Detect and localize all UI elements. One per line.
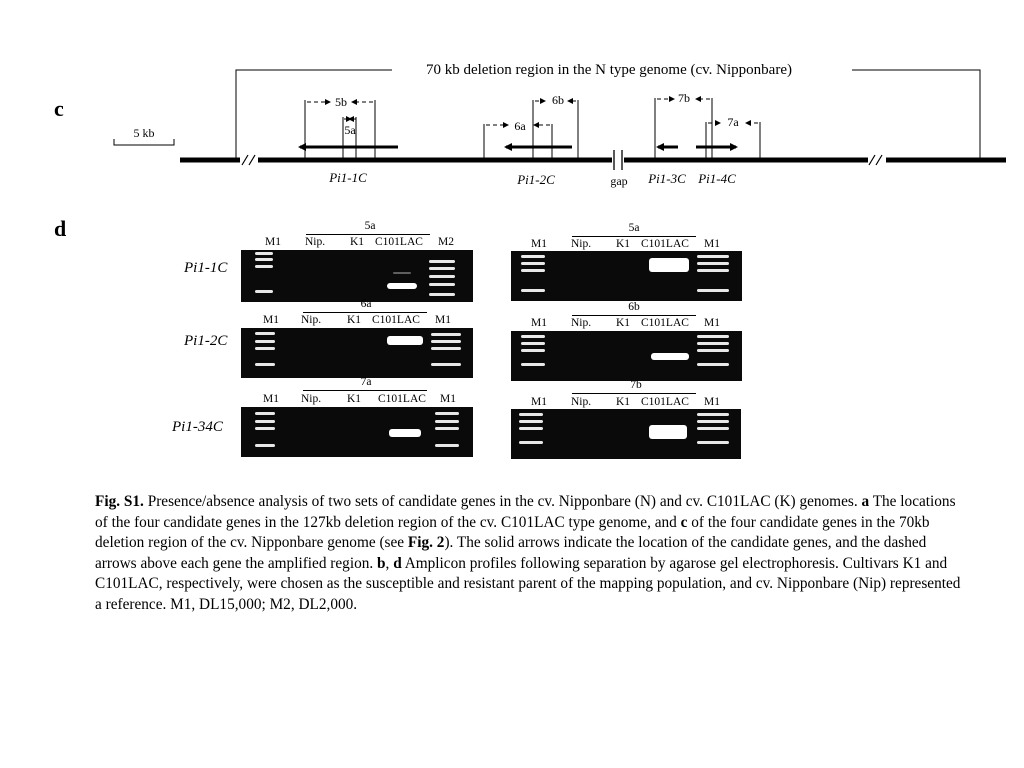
primer-label-6a: 6a xyxy=(514,119,526,133)
caption-text: Presence/absence analysis of two sets of… xyxy=(144,493,862,510)
lane-label: Nip. xyxy=(571,238,591,250)
gel-primer-label: 6a xyxy=(336,298,396,310)
lane-label: K1 xyxy=(616,317,630,329)
lane-label: Nip. xyxy=(301,393,321,405)
gel-image-pi1-34c-7a xyxy=(241,407,473,457)
gel-primer-line xyxy=(572,315,696,316)
lane-label: C101LAC xyxy=(641,317,689,329)
lane-label: M1 xyxy=(263,393,279,405)
lane-label: C101LAC xyxy=(641,396,689,408)
lane-label: K1 xyxy=(616,396,630,408)
break-mark-left xyxy=(242,155,255,165)
lane-label: Nip. xyxy=(571,317,591,329)
break-mark-right xyxy=(869,155,882,165)
lane-label: C101LAC xyxy=(641,238,689,250)
lane-label: M1 xyxy=(531,396,547,408)
gene-label-pi1-4c: Pi1-4C xyxy=(697,171,736,186)
lane-label: M1 xyxy=(704,317,720,329)
deletion-region-title: 70 kb deletion region in the N type geno… xyxy=(426,62,792,78)
gene-label-pi1-3c: Pi1-3C xyxy=(647,171,686,186)
gel-primer-label: 7a xyxy=(336,376,396,388)
lane-label: Nip. xyxy=(305,236,325,248)
caption-ref-b: b xyxy=(377,555,386,572)
gel-primer-line xyxy=(303,312,427,313)
panel-letter-d: d xyxy=(54,216,66,242)
lane-label: M1 xyxy=(440,393,456,405)
lane-label: Nip. xyxy=(571,396,591,408)
lane-label: C101LAC xyxy=(375,236,423,248)
lane-label: M2 xyxy=(438,236,454,248)
gene-label-pi1-1c: Pi1-1C xyxy=(328,170,367,185)
lane-label: M1 xyxy=(265,236,281,248)
gel-primer-label: 6b xyxy=(604,301,664,313)
primer-label-6b: 6b xyxy=(552,93,564,107)
caption-ref-a: a xyxy=(861,493,869,510)
primer-region-6 xyxy=(484,100,578,158)
lane-label: K1 xyxy=(616,238,630,250)
lane-label: M1 xyxy=(263,314,279,326)
figure-caption: Fig. S1. Presence/absence analysis of tw… xyxy=(95,492,965,616)
deletion-bracket xyxy=(236,70,980,158)
gel-primer-line xyxy=(306,234,430,235)
gap-label: gap xyxy=(610,174,627,188)
lane-label: C101LAC xyxy=(372,314,420,326)
gel-primer-line xyxy=(572,393,696,394)
lane-label: K1 xyxy=(347,393,361,405)
lane-label: M1 xyxy=(704,396,720,408)
gel-image-pi1-2c-6a xyxy=(241,328,473,378)
gene-label-pi1-2c: Pi1-2C xyxy=(516,172,555,187)
lane-label: M1 xyxy=(531,317,547,329)
primer-label-7b: 7b xyxy=(678,91,690,105)
primer-label-5b: 5b xyxy=(335,95,347,109)
gel-row-label-pi1-1c: Pi1-1C xyxy=(184,260,227,277)
gel-primer-line xyxy=(303,390,427,391)
caption-ref-d: d xyxy=(393,555,402,572)
lane-label: M1 xyxy=(704,238,720,250)
gap-mark xyxy=(614,150,622,170)
gel-primer-label: 7b xyxy=(606,379,666,391)
primer-region-7 xyxy=(655,98,760,158)
deletion-region-diagram: 70 kb deletion region in the N type geno… xyxy=(0,0,1024,210)
caption-fig-label: Fig. S1. xyxy=(95,493,144,510)
gel-image-pi1-1c-5a xyxy=(241,250,473,302)
gel-primer-label: 5a xyxy=(604,222,664,234)
gel-image-pi1-34c-7b xyxy=(511,409,741,459)
scale-bar-label: 5 kb xyxy=(134,126,155,140)
gel-image-pi1-1c-5a-right xyxy=(511,251,742,301)
lane-label: K1 xyxy=(350,236,364,248)
lane-label: M1 xyxy=(531,238,547,250)
gel-primer-label: 5a xyxy=(340,220,400,232)
gel-primer-line xyxy=(572,236,696,237)
primer-label-5a: 5a xyxy=(344,123,356,137)
primer-label-7a: 7a xyxy=(727,115,739,129)
lane-label: C101LAC xyxy=(378,393,426,405)
gel-row-label-pi1-2c: Pi1-2C xyxy=(184,333,227,350)
lane-label: Nip. xyxy=(301,314,321,326)
lane-label: K1 xyxy=(347,314,361,326)
gel-row-label-pi1-34c: Pi1-34C xyxy=(172,419,223,436)
caption-ref-fig2: Fig. 2 xyxy=(408,534,445,551)
gel-image-pi1-2c-6b xyxy=(511,331,742,381)
lane-label: M1 xyxy=(435,314,451,326)
